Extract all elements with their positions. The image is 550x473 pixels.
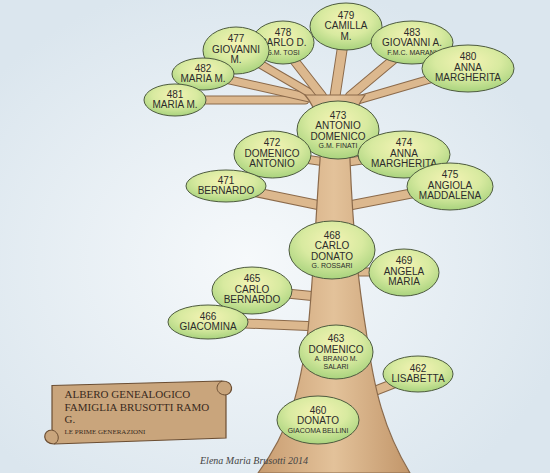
person-name: GIOVANNI A.	[381, 38, 443, 49]
node-content: 463DOMENICOA. BRANO M. SALARI	[308, 334, 364, 370]
leaf-node: 469ANGELA MARIA	[368, 248, 440, 297]
scroll-curl	[52, 430, 58, 444]
leaf-ellipse	[234, 131, 311, 178]
spouse-name: G. ROSSARI	[299, 262, 364, 269]
leaf-ellipse	[383, 356, 453, 392]
person-number: 469	[377, 256, 430, 267]
node-content: 472DOMENICO ANTONIO	[243, 138, 301, 170]
node-content: 481MARIA M.	[151, 90, 198, 111]
person-number: 462	[391, 364, 444, 375]
person-number: 483	[381, 28, 443, 39]
person-number: 466	[178, 312, 239, 323]
leaf-ellipse	[422, 45, 514, 92]
person-name: MARIA M.	[179, 74, 226, 85]
leaf-ellipse	[369, 249, 439, 296]
person-name: CAMILLA M.	[319, 21, 374, 42]
node-content: 473ANTONIO DOMENICOG.M. FINATI	[307, 111, 369, 150]
person-number: 465	[222, 274, 283, 285]
person-name: ANGELA MARIA	[377, 267, 430, 288]
node-content: 460DONATOGIACOMA BELLINI	[287, 406, 349, 434]
person-name: ANTONIO DOMENICO	[307, 121, 369, 142]
leaf-node: 480ANNA MARGHERITA	[421, 44, 515, 93]
person-number: 475	[417, 170, 482, 181]
person-number: 471	[196, 176, 257, 187]
leaf-node: 475ANGIOLA MADDALENA	[406, 162, 494, 211]
node-content: 462LISABETTA	[391, 364, 444, 385]
node-content: 468CARLO DONATOG. ROSSARI	[299, 231, 364, 270]
leaf-node: 460DONATOGIACOMA BELLINI	[276, 395, 360, 445]
node-content: ALBERO GENEALOGICO FAMIGLIA BRUSOTTI RAM…	[65, 388, 218, 436]
person-name: LISABETTA	[391, 374, 444, 385]
spouse-name: A. BRANO M. SALARI	[308, 355, 364, 370]
leaf-node: 481MARIA M.	[143, 83, 207, 117]
person-name: ANNA MARGHERITA	[433, 63, 503, 84]
leaf-ellipse	[186, 170, 266, 202]
leaf-ellipse	[407, 163, 493, 210]
leaf-node: 468CARLO DONATOG. ROSSARI	[288, 220, 376, 280]
node-content: 475ANGIOLA MADDALENA	[417, 170, 482, 202]
artist-signature: Elena Maria Brusotti 2014	[200, 455, 308, 466]
leaf-node: 472DOMENICO ANTONIO	[233, 130, 312, 179]
person-number: 472	[243, 138, 301, 149]
person-number: 460	[287, 406, 349, 417]
person-name: ANGIOLA MADDALENA	[417, 181, 482, 202]
node-content: 480ANNA MARGHERITA	[433, 52, 503, 84]
person-name: MARIA M.	[151, 100, 198, 111]
person-name: DOMENICO	[308, 345, 364, 356]
person-name: DOMENICO ANTONIO	[243, 149, 301, 170]
scroll-curl	[217, 381, 226, 395]
node-content: 469ANGELA MARIA	[377, 256, 430, 288]
person-name: DONATO	[287, 416, 349, 427]
person-number: 480	[433, 52, 503, 63]
tree-title: ALBERO GENEALOGICO FAMIGLIA BRUSOTTI RAM…	[65, 388, 218, 426]
person-number: 474	[369, 138, 439, 149]
person-number: 479	[319, 11, 374, 22]
node-content: 471BERNARDO	[196, 176, 257, 197]
person-name: BERNARDO	[196, 186, 257, 197]
scroll-body	[45, 381, 232, 444]
node-content: 479CAMILLA M.	[319, 11, 374, 43]
leaf-ellipse	[277, 396, 359, 444]
title-scroll: ALBERO GENEALOGICO FAMIGLIA BRUSOTTI RAM…	[40, 377, 236, 448]
person-name: GIACOMINA	[178, 322, 239, 333]
person-number: 481	[151, 90, 198, 101]
leaf-ellipse	[168, 305, 248, 339]
node-content: 465CARLO BERNARDO	[222, 274, 283, 306]
person-number: 473	[307, 111, 369, 122]
leaf-node: 463DOMENICOA. BRANO M. SALARI	[298, 324, 374, 380]
person-name: CARLO DONATO	[299, 241, 364, 262]
node-content: 466GIACOMINA	[178, 312, 239, 333]
person-number: 478	[259, 28, 306, 39]
node-content: 474ANNA MARGHERITA	[369, 138, 439, 170]
leaf-ellipse	[299, 325, 373, 379]
person-number: 468	[299, 231, 364, 242]
leaf-ellipse	[144, 84, 206, 116]
person-number: 463	[308, 334, 364, 345]
leaf-ellipse	[289, 221, 375, 279]
person-number: 482	[179, 64, 226, 75]
leaf-node: 462LISABETTA	[382, 355, 454, 393]
person-name: CARLO BERNARDO	[222, 285, 283, 306]
tree-subtitle: LE PRIME GENERAZIONI	[65, 429, 218, 436]
spouse-name: GIACOMA BELLINI	[287, 427, 349, 434]
leaf-node: 471BERNARDO	[185, 169, 267, 203]
node-content: 482MARIA M.	[179, 64, 226, 85]
person-number: 477	[211, 34, 261, 45]
leaf-node: 466GIACOMINA	[167, 304, 249, 340]
